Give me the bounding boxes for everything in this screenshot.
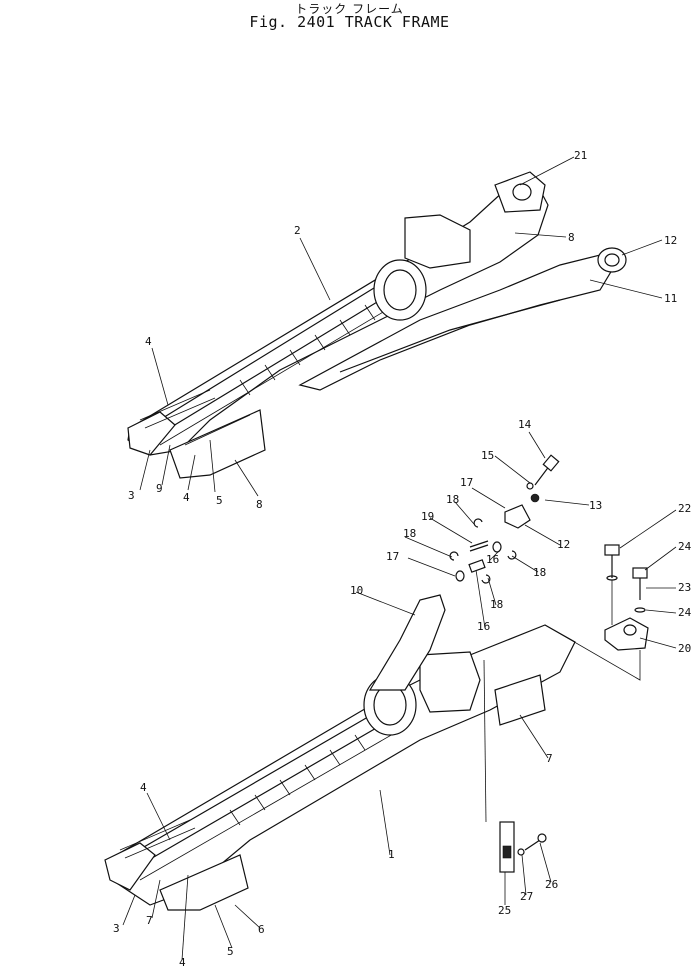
- callout-16: 16: [486, 553, 499, 566]
- upper-track-frame: [127, 171, 627, 479]
- callout-7: 7: [546, 752, 553, 765]
- title-japanese: トラック フレーム: [295, 2, 404, 16]
- callout-1: 1: [388, 848, 395, 861]
- callout-9: 9: [156, 482, 163, 495]
- callout-18: 18: [446, 493, 459, 506]
- callout-3: 3: [113, 922, 120, 935]
- callout-18: 18: [490, 598, 503, 611]
- callout-5: 5: [227, 945, 234, 958]
- callout-10: 10: [350, 584, 363, 597]
- callout-23: 23: [678, 581, 691, 594]
- callout-18: 18: [403, 527, 416, 540]
- callout-26: 26: [545, 878, 558, 891]
- callout-13: 13: [589, 499, 602, 512]
- loose-hardware: [449, 454, 649, 873]
- callout-24: 24: [678, 540, 692, 553]
- callout-20: 20: [678, 642, 691, 655]
- callout-labels: 21 2 8 12 11 4 3 9 4 5 8 14 15 13 17 18 …: [113, 149, 692, 968]
- callout-4: 4: [145, 335, 152, 348]
- callout-25: 25: [498, 904, 511, 917]
- callout-5: 5: [216, 494, 223, 507]
- callout-22: 22: [678, 502, 691, 515]
- callout-4: 4: [183, 491, 190, 504]
- callout-24: 24: [678, 606, 692, 619]
- callout-2: 2: [294, 224, 301, 237]
- callout-12: 12: [557, 538, 570, 551]
- callout-14: 14: [518, 418, 532, 431]
- callout-19: 19: [421, 510, 434, 523]
- callout-8: 8: [256, 498, 263, 511]
- lower-track-frame: [104, 594, 576, 911]
- callout-17: 17: [460, 476, 473, 489]
- leader-lines: [122, 156, 677, 961]
- callout-21: 21: [574, 149, 587, 162]
- callout-11: 11: [664, 292, 677, 305]
- callout-6: 6: [258, 923, 265, 936]
- callout-4: 4: [140, 781, 147, 794]
- callout-15: 15: [481, 449, 494, 462]
- figure-title: Fig. 2401 TRACK FRAME: [249, 13, 450, 31]
- callout-12: 12: [664, 234, 677, 247]
- callout-8: 8: [568, 231, 575, 244]
- callout-18: 18: [533, 566, 546, 579]
- callout-16: 16: [477, 620, 490, 633]
- callout-4: 4: [179, 956, 186, 968]
- callout-3: 3: [128, 489, 135, 502]
- callout-27: 27: [520, 890, 533, 903]
- callout-7: 7: [146, 914, 153, 927]
- callout-17: 17: [386, 550, 399, 563]
